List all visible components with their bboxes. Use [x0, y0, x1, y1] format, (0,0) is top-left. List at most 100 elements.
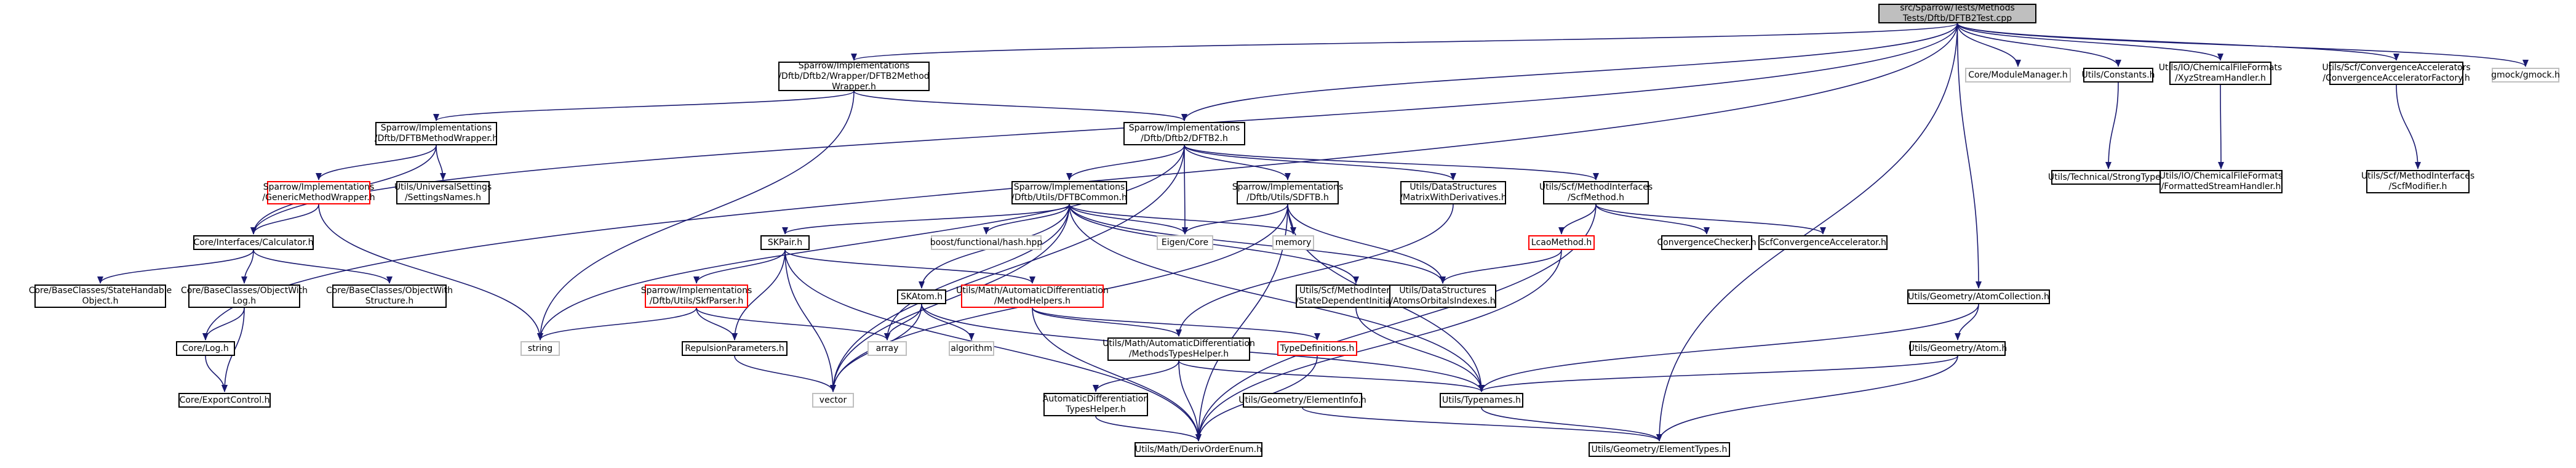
node-label-line: Core/BaseClasses/ObjectWith: [325, 286, 453, 296]
edge-dftbcommon-to-typenames: [1069, 204, 1485, 392]
node-label-line: Structure.h: [365, 296, 414, 306]
node-boosthash: boost/functional/hash.hpp: [930, 235, 1043, 250]
node-label-line: /ScfMethod.h: [1567, 193, 1625, 203]
node-label-line: Sparrow/Implementations: [1013, 182, 1125, 192]
node-label-line: Eigen/Core: [1161, 237, 1209, 248]
node-exportctl[interactable]: Core/ExportControl.h: [178, 393, 271, 408]
node-vector: vector: [812, 393, 854, 408]
node-corelog[interactable]: Core/Log.h: [176, 341, 235, 356]
node-label-line: Core/Log.h: [182, 343, 229, 353]
edge-atomcoll-to-geomatom: [1955, 304, 1979, 341]
node-label-line: Utils/Scf/MethodInterfaces: [1299, 286, 1413, 296]
node-derivenum[interactable]: Utils/Math/DerivOrderEnum.h: [1134, 442, 1262, 457]
node-label-line: Utils/Scf/MethodInterfaces: [1539, 182, 1653, 192]
edge-skatom-to-array: [884, 304, 922, 341]
node-settnames[interactable]: Utils/UniversalSettings/SettingsNames.h: [394, 181, 492, 204]
node-calculator[interactable]: Core/Interfaces/Calculator.h: [193, 235, 314, 250]
node-genwrap[interactable]: Sparrow/Implementations/GenericMethodWra…: [262, 181, 375, 204]
edge-dftb2-to-dftbcommon: [1066, 145, 1185, 180]
edge-typeshelp-to-typenames: [1178, 360, 1485, 392]
node-algorithm: algorithm: [949, 341, 994, 356]
node-label-line: Utils/Constants.h: [2081, 70, 2155, 80]
edge-wrap2-to-dftb2: [853, 91, 1187, 121]
node-label-line: SKPair.h: [767, 237, 803, 248]
node-label-line: Utils/DataStructures: [1399, 286, 1486, 296]
node-modman: Core/ModuleManager.h: [1965, 68, 2071, 83]
node-label-line: Tests/Dftb/DFTB2Test.cpp: [1902, 14, 2012, 23]
node-skatom[interactable]: SKAtom.h: [897, 289, 946, 304]
node-label-line: Core/ModuleManager.h: [1968, 70, 2068, 80]
node-atomcoll[interactable]: Utils/Geometry/AtomCollection.h: [1907, 289, 2050, 304]
node-skparser[interactable]: Sparrow/Implementations/Dftb/Utils/SkfPa…: [641, 284, 752, 308]
node-convfac[interactable]: Utils/Scf/ConvergenceAccelerators/Conver…: [2322, 62, 2471, 85]
node-label-line: array: [875, 343, 899, 353]
node-typeshelp[interactable]: Utils/Math/AutomaticDifferentiation/Meth…: [1103, 337, 1255, 361]
edge-root-to-modman: [1956, 23, 2021, 67]
node-matderiv[interactable]: Utils/DataStructures/MatrixWithDerivativ…: [1400, 181, 1507, 204]
node-scfmod[interactable]: Utils/Scf/MethodInterfaces/ScfModifier.h: [2361, 170, 2474, 193]
node-label-line: Wrapper.h: [832, 81, 876, 92]
node-atomidx[interactable]: Utils/DataStructures/AtomsOrbitalsIndexe…: [1389, 284, 1496, 308]
node-dftbwrap[interactable]: Sparrow/Implementations/Dftb/DFTBMethodW…: [375, 122, 498, 145]
edge-skatom-to-algorithm: [921, 304, 975, 341]
node-convcheck[interactable]: ConvergenceChecker.h: [1657, 235, 1757, 250]
node-label-line: Utils/IO/ChemicalFileFormats: [2159, 171, 2283, 181]
edge-dftbcommon-to-vector: [830, 204, 1070, 392]
node-elemtypes[interactable]: Utils/Geometry/ElementTypes.h: [1589, 442, 1730, 457]
edge-dftbwrap-to-settnames: [436, 145, 446, 180]
node-xyz[interactable]: Utils/IO/ChemicalFileFormats/XyzStreamHa…: [2159, 62, 2282, 85]
node-label-line: memory: [1275, 237, 1312, 248]
node-label-line: string: [527, 343, 553, 353]
edge-skparser-to-repparam: [696, 307, 738, 341]
node-dftbcommon[interactable]: Sparrow/Implementations/Dftb/Utils/DFTBC…: [1011, 181, 1127, 204]
node-label-line: src/Sparrow/Tests/Methods: [1900, 3, 2015, 13]
edge-dftbcommon-to-skpair: [782, 204, 1070, 235]
node-dftb2[interactable]: Sparrow/Implementations/Dftb/Dftb2/DFTB2…: [1123, 122, 1245, 145]
node-strongtype[interactable]: Utils/Technical/StrongType.h: [2048, 170, 2169, 185]
node-label-line: /SettingsNames.h: [404, 193, 482, 203]
node-label-line: Core/ExportControl.h: [179, 395, 270, 405]
node-scfmethod[interactable]: Utils/Scf/MethodInterfaces/ScfMethod.h: [1539, 181, 1653, 204]
node-fmtstream[interactable]: Utils/IO/ChemicalFileFormats/FormattedSt…: [2159, 170, 2283, 193]
node-geomatom[interactable]: Utils/Geometry/Atom.h: [1908, 341, 2007, 356]
node-label-line: Utils/IO/ChemicalFileFormats: [2158, 63, 2283, 73]
node-label-line: /Dftb/Utils/SDFTB.h: [1246, 193, 1329, 203]
node-label-line: ScfConvergenceAccelerator.h: [1760, 237, 1886, 248]
edge-genwrap-to-string: [318, 204, 543, 341]
node-typenames[interactable]: Utils/Typenames.h: [1440, 393, 1523, 408]
node-eleminfo[interactable]: Utils/Geometry/ElementInfo.h: [1238, 393, 1366, 408]
edge-dftb2-to-string: [537, 145, 1185, 341]
edge-typenames-to-elemtypes: [1481, 407, 1662, 442]
node-label-line: /ScfModifier.h: [2388, 182, 2447, 192]
edge-dftbcommon-to-eigencore: [1069, 204, 1188, 235]
edge-calculator-to-objstruct: [253, 249, 393, 284]
node-consts[interactable]: Utils/Constants.h: [2081, 68, 2155, 83]
node-sdftb[interactable]: Sparrow/Implementations/Dftb/Utils/SDFTB…: [1232, 181, 1343, 204]
node-skpair[interactable]: SKPair.h: [760, 235, 810, 250]
node-wrap2[interactable]: Sparrow/Implementations/Dftb/Dftb2/Wrapp…: [778, 61, 930, 92]
edge-root-to-atomcoll: [1956, 23, 1982, 289]
edge-dftb2-to-vector: [830, 145, 1185, 392]
node-label-line: Utils/Math/AutomaticDifferentiation: [956, 286, 1109, 296]
node-label-line: /MatrixWithDerivatives.h: [1400, 193, 1507, 203]
node-scfconv[interactable]: ScfConvergenceAccelerator.h: [1758, 235, 1888, 250]
node-memory: memory: [1272, 235, 1314, 250]
node-label-line: gmock/gmock.h: [2491, 70, 2560, 80]
node-methhelp[interactable]: Utils/Math/AutomaticDifferentiation/Meth…: [956, 284, 1109, 308]
node-label-line: Core/BaseClasses/ObjectWith: [180, 286, 308, 296]
node-lcao[interactable]: LcaoMethod.h: [1528, 235, 1595, 250]
node-repparam[interactable]: RepulsionParameters.h: [682, 341, 788, 356]
node-gmock: gmock/gmock.h: [2491, 68, 2560, 83]
node-label-line: /Dftb/Dftb2/Wrapper/DFTB2Method: [778, 71, 930, 81]
node-label-line: boost/functional/hash.hpp: [930, 237, 1043, 248]
node-label-line: /AtomsOrbitalsIndexes.h: [1390, 296, 1496, 306]
node-label-line: Utils/Technical/StrongType.h: [2048, 172, 2169, 182]
edge-root-to-wrap2: [851, 23, 1958, 61]
edge-dftbwrap-to-genwrap: [316, 145, 437, 180]
node-typedefs[interactable]: TypeDefinitions.h: [1277, 341, 1357, 356]
